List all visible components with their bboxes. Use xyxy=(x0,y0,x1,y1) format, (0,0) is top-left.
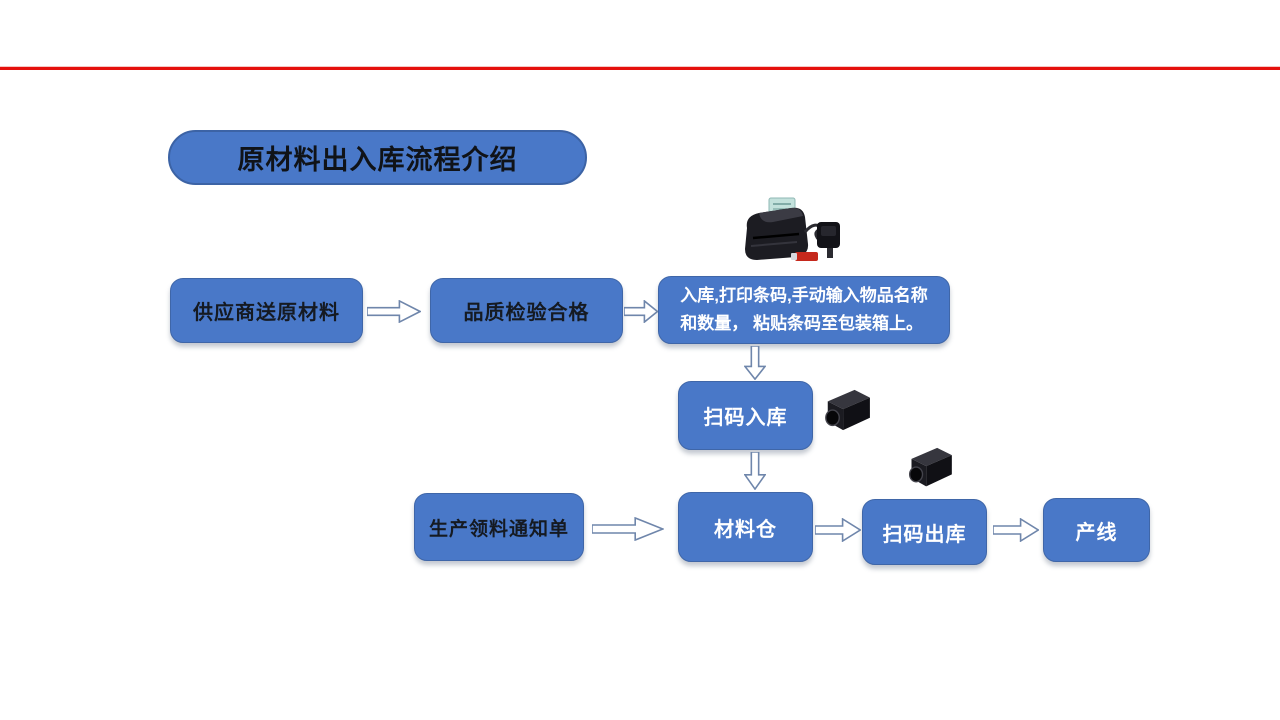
flow-node-scan-in: 扫码入库 xyxy=(678,381,813,450)
flow-node-inbound-desc: 入库,打印条码,手动输入物品名称 和数量， 粘贴条码至包装箱上。 xyxy=(658,276,950,344)
arrow-scanout-to-line xyxy=(993,518,1039,542)
barcode-scanner-icon-inbound xyxy=(816,388,874,434)
flow-node-prod-line: 产线 xyxy=(1043,498,1150,562)
flow-node-scan-out: 扫码出库 xyxy=(862,499,987,565)
flow-node-requisition: 生产领料通知单 xyxy=(414,493,584,561)
arrow-supplier-to-quality xyxy=(367,300,421,323)
top-red-divider xyxy=(0,67,1280,70)
flow-node-warehouse: 材料仓 xyxy=(678,492,813,562)
barcode-scanner-icon-outbound xyxy=(900,446,956,490)
flow-node-supplier: 供应商送原材料 xyxy=(170,278,363,343)
arrow-quality-to-inbound xyxy=(624,300,658,323)
arrow-warehouse-to-scanout xyxy=(815,518,861,542)
arrow-scanin-to-warehouse xyxy=(744,452,766,490)
arrow-requisition-to-warehouse xyxy=(592,517,664,541)
arrow-inbound-to-scanin xyxy=(744,346,766,380)
flow-node-quality: 品质检验合格 xyxy=(430,278,623,343)
slide-title: 原材料出入库流程介绍 xyxy=(168,130,587,185)
barcode-printer-icon xyxy=(733,194,845,266)
